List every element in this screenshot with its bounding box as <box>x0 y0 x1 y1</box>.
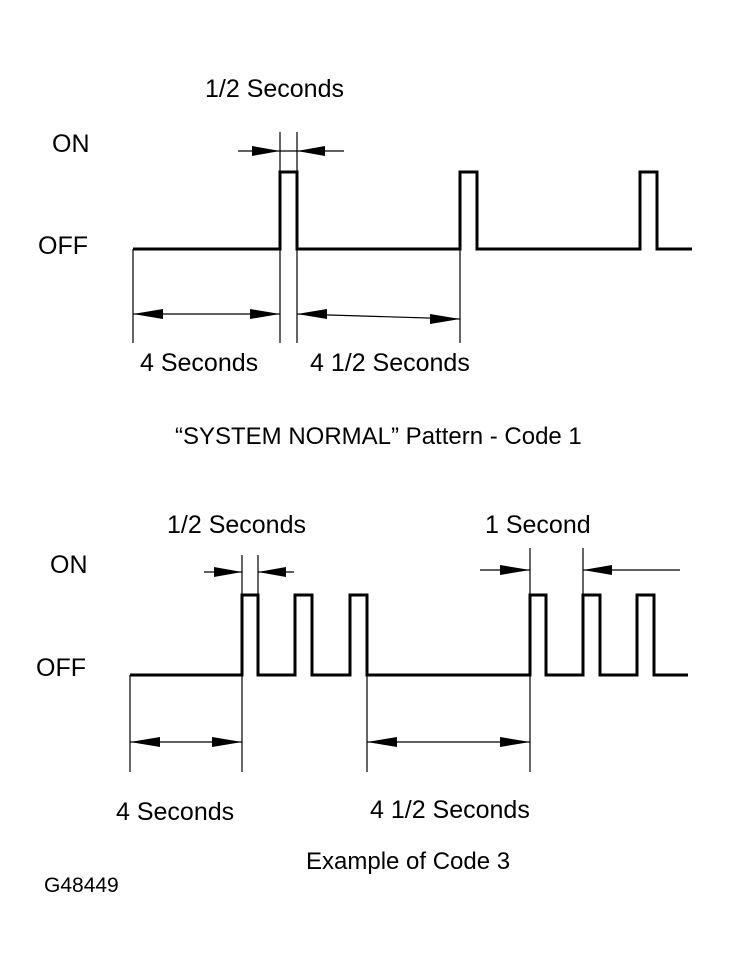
bottom-pulse-width-label: 1/2 Seconds <box>167 511 306 539</box>
code-1-waveform <box>133 170 692 251</box>
code-1-diagram: 1/2 Seconds ON OFF <box>38 75 692 450</box>
bottom-off-label: OFF <box>36 654 86 682</box>
bottom-period-label: 1 Second <box>485 511 591 539</box>
bottom-pulse-width-dimension <box>204 555 294 595</box>
top-pulse-width-dimension <box>238 132 344 172</box>
top-off-gap-label: 4 Seconds <box>140 349 258 377</box>
top-interval-dimension <box>296 249 461 343</box>
bottom-on-label: ON <box>50 551 88 579</box>
bottom-interval-dimension <box>366 675 531 772</box>
top-interval-label: 4 1/2 Seconds <box>310 349 470 377</box>
top-off-gap-dimension <box>132 249 281 343</box>
figure-code: G48449 <box>44 874 119 897</box>
bottom-interval-label: 4 1/2 Seconds <box>370 796 530 824</box>
top-off-label: OFF <box>38 232 88 260</box>
code-3-waveform <box>130 593 688 677</box>
top-on-label: ON <box>52 130 90 158</box>
bottom-off-gap-label: 4 Seconds <box>116 798 234 826</box>
bottom-period-dimension <box>480 548 680 595</box>
top-pulse-width-label: 1/2 Seconds <box>205 75 344 103</box>
code-1-caption: “SYSTEM NORMAL” Pattern - Code 1 <box>175 423 582 450</box>
bottom-off-gap-dimension <box>129 675 243 772</box>
code-3-caption: Example of Code 3 <box>306 848 510 875</box>
code-3-diagram: 1/2 Seconds 1 Second ON OFF <box>36 511 688 875</box>
